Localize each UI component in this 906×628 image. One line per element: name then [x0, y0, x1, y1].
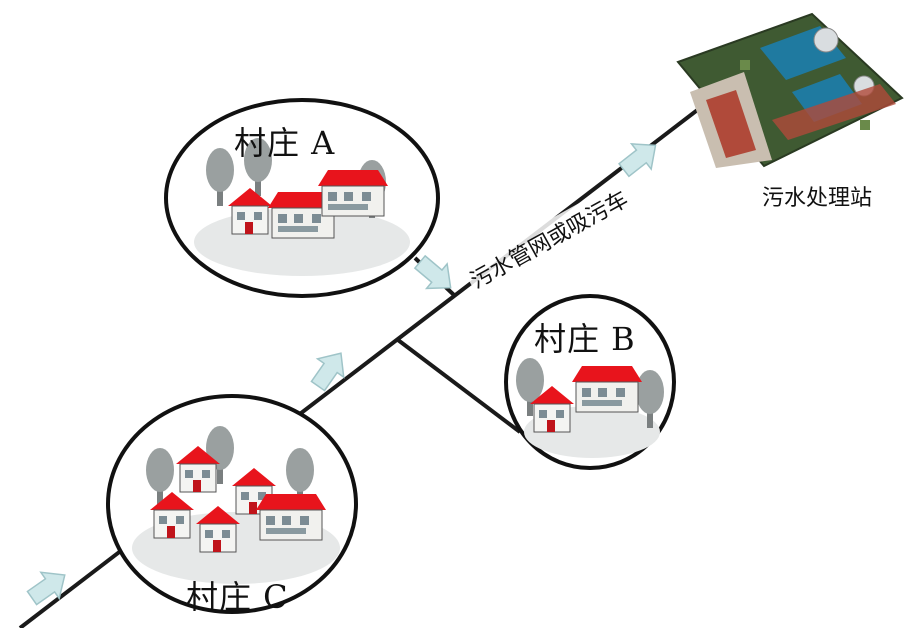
treatment-station-illustration [676, 12, 904, 168]
flow-arrow-icon [304, 343, 355, 396]
flow-arrow-icon [22, 561, 75, 612]
village-b-label: 村庄 B [534, 320, 636, 358]
station-label: 污水处理站 [762, 186, 873, 211]
branch-pipe-line [396, 338, 522, 434]
village-a-illustration [164, 98, 440, 298]
village-b-illustration [504, 294, 676, 470]
village-c-illustration [106, 394, 358, 614]
village-c-label: 村庄 C [186, 578, 289, 616]
village-a-label: 村庄 A [234, 124, 336, 162]
